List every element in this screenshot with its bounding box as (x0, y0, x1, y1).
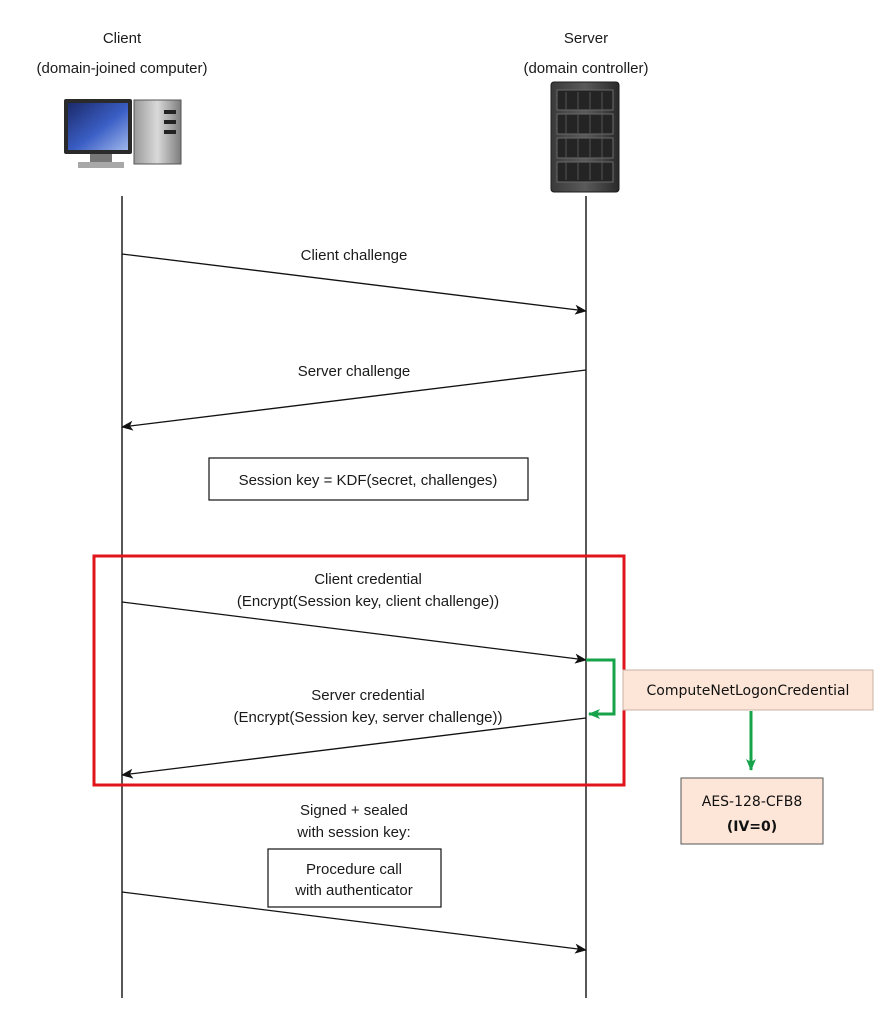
server-credential-label: Server credential (311, 687, 424, 704)
session-key-box: Session key = KDF(secret, challenges) (208, 457, 529, 501)
green-compute-arrow (586, 658, 616, 719)
cipher-iv: (IV=0) (727, 819, 777, 835)
procedure-call-text: Procedure call (306, 861, 402, 878)
client-title: Client (103, 30, 142, 47)
server-credential-detail: (Encrypt(Session key, server challenge)) (234, 709, 503, 726)
compute-netlogon-box: ComputeNetLogonCredential (622, 669, 874, 711)
signed-sealed-label: Signed + sealed (300, 802, 408, 819)
client-credential-label: Client credential (314, 571, 422, 588)
procedure-call-box: Procedure call with authenticator (267, 848, 442, 908)
client-credential-arrow (121, 601, 587, 664)
highlight-box (92, 554, 626, 787)
client-challenge-label: Client challenge (301, 247, 408, 264)
server-challenge-arrow (121, 369, 587, 431)
server-subtitle: (domain controller) (523, 60, 648, 77)
server-title: Server (564, 30, 608, 47)
cipher-name: AES-128-CFB8 (702, 794, 802, 810)
server-rack-icon (550, 81, 620, 193)
procedure-call-detail: with authenticator (294, 882, 413, 899)
session-key-text: Session key = KDF(secret, challenges) (239, 472, 498, 489)
procedure-call-arrow (121, 891, 587, 954)
compute-netlogon-text: ComputeNetLogonCredential (647, 683, 850, 699)
desktop-computer-icon (64, 99, 182, 168)
signed-sealed-detail: with session key: (296, 824, 410, 841)
server-challenge-label: Server challenge (298, 363, 411, 380)
client-subtitle: (domain-joined computer) (37, 60, 208, 77)
server-credential-arrow (121, 717, 587, 779)
client-challenge-arrow (121, 253, 587, 315)
cipher-box: AES-128-CFB8 (IV=0) (680, 777, 824, 845)
client-credential-detail: (Encrypt(Session key, client challenge)) (237, 593, 499, 610)
